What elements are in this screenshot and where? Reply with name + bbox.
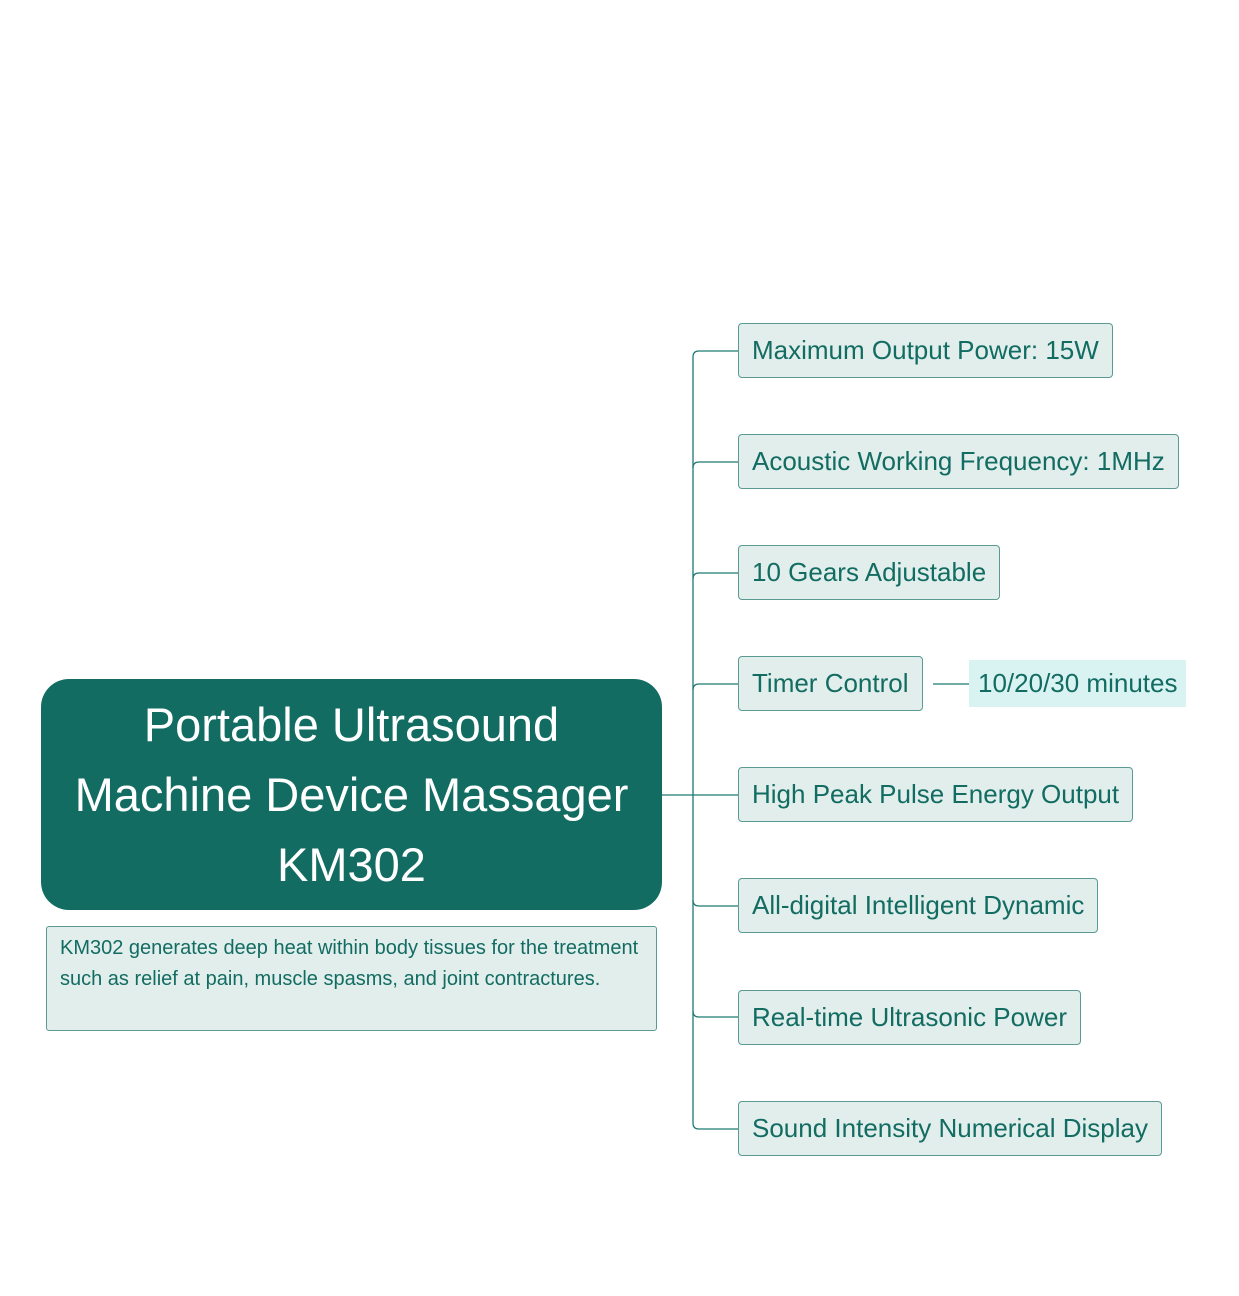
topic-realtime-power[interactable]: Real-time Ultrasonic Power [738,990,1081,1045]
branch-4 [692,683,738,691]
branch-8 [692,1122,738,1130]
subtopic-timer-durations[interactable]: 10/20/30 minutes [969,660,1187,707]
topic-acoustic-frequency[interactable]: Acoustic Working Frequency: 1MHz [738,434,1179,489]
central-topic-note[interactable]: KM302 generates deep heat within body ti… [46,926,657,1031]
central-topic[interactable]: Portable Ultrasound Machine Device Massa… [41,679,662,910]
branch-3 [692,572,738,580]
topic-timer-control[interactable]: Timer Control [738,656,923,711]
central-topic-line-3: KM302 [277,837,426,891]
branch-6 [692,899,738,907]
branch-2 [692,461,738,469]
central-topic-line-1: Portable Ultrasound [143,697,560,751]
topic-high-peak-pulse[interactable]: High Peak Pulse Energy Output [738,767,1134,822]
topic-max-output-power[interactable]: Maximum Output Power: 15W [738,323,1113,378]
branch-7 [692,1010,738,1018]
topic-sound-intensity-display[interactable]: Sound Intensity Numerical Display [738,1101,1162,1156]
topic-all-digital[interactable]: All-digital Intelligent Dynamic [738,878,1099,933]
topic-gears-adjustable[interactable]: 10 Gears Adjustable [738,545,1001,600]
branch-1 [692,350,738,358]
central-topic-line-2: Machine Device Massager [74,767,629,821]
